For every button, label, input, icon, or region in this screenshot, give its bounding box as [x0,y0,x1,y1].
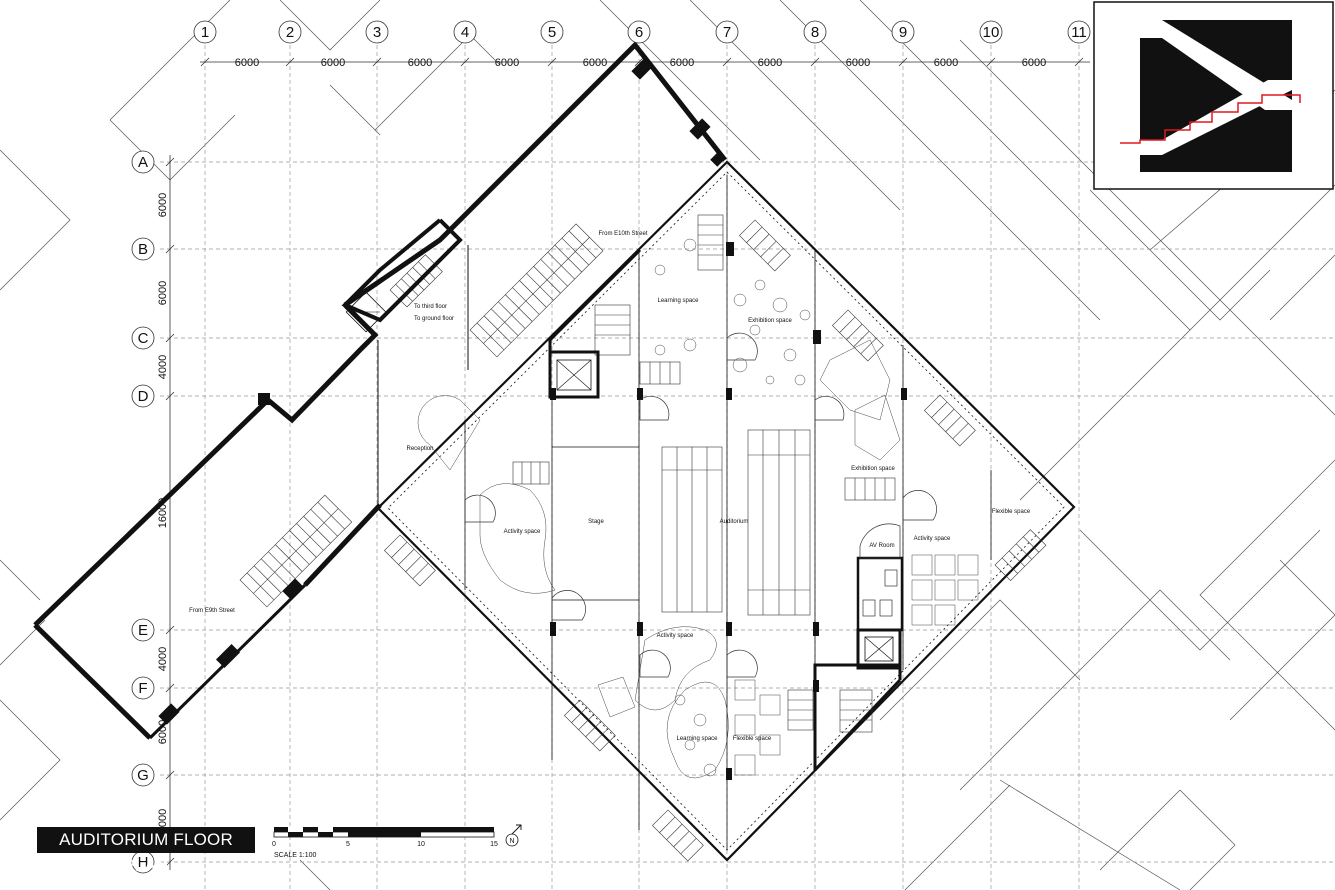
scale-tick-10: 10 [417,841,425,848]
grid-row-f: F [138,680,147,697]
room-activity-space-1: Activity space [504,529,541,535]
circulation-labels: From E10th Street From E9th Street To th… [189,231,648,614]
curved-steps [464,332,937,678]
grid-col-8: 8 [811,24,819,41]
row-dim-3: 4000 [157,355,169,379]
row-dim-1: 6000 [157,193,169,217]
grid-col-10: 10 [983,24,1000,41]
room-flexible-space-2: Flexible space [733,736,772,742]
room-stage: Stage [588,519,604,525]
grid-row-a: A [138,154,148,171]
grid-col-5: 5 [548,24,556,41]
furniture [417,238,979,779]
col-dim-9: 6000 [934,57,958,69]
room-labels: Learning space Exhibition space Exhibiti… [406,298,1030,742]
col-dim-8: 6000 [846,57,870,69]
scale-tick-5: 5 [346,841,350,848]
room-activity-space-2: Activity space [914,536,951,542]
col-dim-6: 6000 [670,57,694,69]
drawing-title: AUDITORIUM FLOOR PLAN [37,827,255,875]
grid-col-3: 3 [373,24,381,41]
label-to-third-floor: To third floor [414,304,447,310]
grid-row-markers: A B C D E F G H [131,150,155,874]
row-dim-4: 16000 [157,498,169,529]
label-to-ground-floor: To ground floor [414,316,454,322]
north-arrow-letter: N [509,838,514,845]
room-exhibition-space-2: Exhibition space [851,466,895,472]
auditorium-seating [661,429,811,616]
col-dim-7: 6000 [758,57,782,69]
room-reception: Reception [406,446,433,452]
stairs [239,214,1047,862]
row-dim-2: 6000 [157,281,169,305]
col-dim-3: 6000 [408,57,432,69]
col-dim-10: 6000 [1022,57,1046,69]
room-auditorium: Auditorium [720,519,749,525]
room-exhibition-space-1: Exhibition space [748,318,792,324]
grid-row-d: D [138,388,149,405]
grid-row-dimensions: 6000 6000 4000 16000 4000 6000 000 [157,193,169,827]
col-dim-4: 6000 [495,57,519,69]
label-from-e9th: From E9th Street [189,608,235,614]
row-dim-7: 000 [157,809,169,827]
grid-col-7: 7 [723,24,731,41]
grid-row-g: G [137,767,149,784]
col-dim-2: 6000 [321,57,345,69]
col-dim-1: 6000 [235,57,259,69]
grid-column-dimensions: 6000 6000 6000 6000 6000 6000 6000 6000 … [235,57,1046,69]
scale-bar: 0 5 10 15 SCALE 1:100 [272,827,498,859]
grid-col-9: 9 [899,24,907,41]
row-dim-6: 6000 [157,720,169,744]
grid-col-2: 2 [286,24,294,41]
grid-col-11: 11 [1071,24,1087,41]
scale-caption: SCALE 1:100 [274,852,317,859]
structural-columns [550,242,907,780]
grid-col-6: 6 [635,24,643,41]
grid-column-markers: 1 2 3 4 5 6 7 8 9 10 11 [193,20,1091,44]
grid-row-h: H [138,854,149,871]
grid-row-e: E [138,622,148,639]
label-from-e10th: From E10th Street [598,231,647,237]
key-plan [1093,1,1334,190]
col-dim-5: 6000 [583,57,607,69]
annex-elevator [345,291,387,333]
grid-row-b: B [138,241,148,258]
grid-col-1: 1 [201,24,209,41]
grid-col-4: 4 [461,24,469,41]
row-dim-5: 4000 [157,647,169,671]
main-building-walls [376,160,1076,862]
north-arrow: N [505,824,522,847]
room-flexible-space-1: Flexible space [992,509,1031,515]
scale-tick-15: 15 [490,841,498,848]
dimension-lines [165,57,1090,870]
scale-tick-0: 0 [272,841,276,848]
room-learning-space-2: Learning space [676,736,718,742]
grid-row-c: C [138,330,149,347]
room-av-room: AV Room [869,543,894,549]
annex-building-walls [33,41,727,740]
room-learning-space-1: Learning space [657,298,699,304]
room-activity-space-3: Activity space [657,633,694,639]
